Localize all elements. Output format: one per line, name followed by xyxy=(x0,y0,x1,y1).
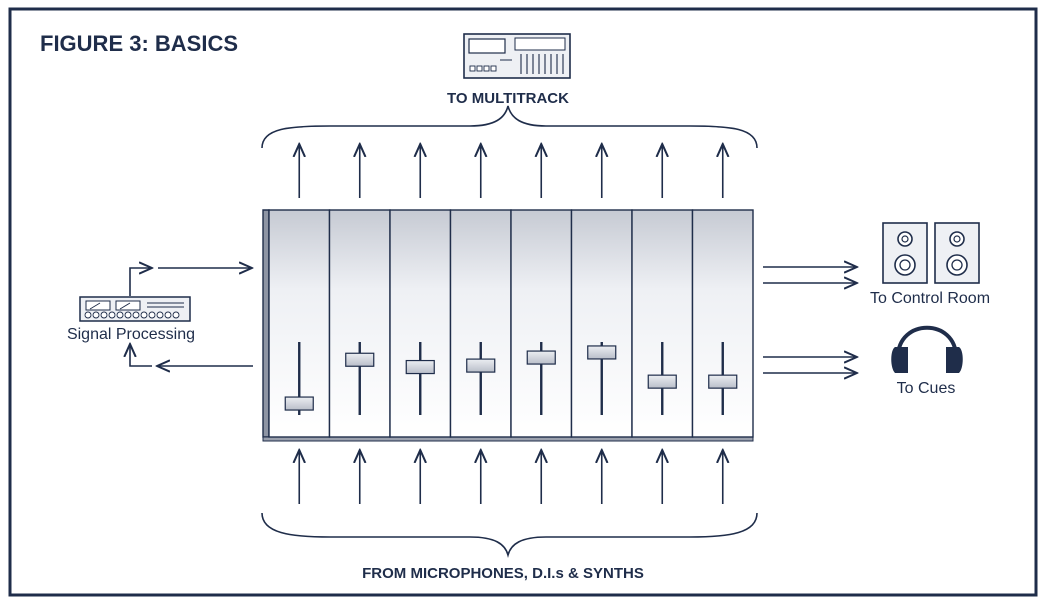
return-connector-arrow xyxy=(130,344,152,367)
speaker-icon-left xyxy=(882,222,928,284)
channel-strip-6 xyxy=(570,209,633,438)
cues-label: To Cues xyxy=(897,380,956,397)
channel-strip-8 xyxy=(691,209,754,438)
fader-knob[interactable] xyxy=(284,396,314,411)
channel-strip-3 xyxy=(389,209,452,438)
figure-frame xyxy=(8,7,1038,597)
fader-knob[interactable] xyxy=(708,374,738,389)
fader-knob[interactable] xyxy=(526,350,556,365)
channel-strip-4 xyxy=(449,209,512,438)
bottom-brace xyxy=(261,512,758,559)
fader-knob[interactable] xyxy=(405,359,435,375)
headphones-icon xyxy=(891,325,963,373)
multitrack-label: TO MULTITRACK xyxy=(447,90,569,107)
control-room-label: To Control Room xyxy=(870,290,990,307)
mixing-console xyxy=(262,144,754,504)
channel-strip-5 xyxy=(510,209,573,438)
fader-knob[interactable] xyxy=(466,358,496,373)
fader-knob[interactable] xyxy=(587,345,617,360)
figure-title: FIGURE 3: BASICS xyxy=(40,31,238,56)
channel-strip-7 xyxy=(631,209,694,438)
signal-processing-unit-icon xyxy=(79,296,191,322)
fader-knob[interactable] xyxy=(345,352,375,367)
top-brace xyxy=(261,105,758,149)
multitrack-recorder-icon xyxy=(463,33,571,79)
speaker-icon-right xyxy=(934,222,980,284)
fader-knob[interactable] xyxy=(647,374,677,389)
send-connector-arrow xyxy=(129,268,152,296)
sources-label: FROM MICROPHONES, D.I.s & SYNTHS xyxy=(362,565,644,582)
channel-strip-1 xyxy=(268,209,331,438)
channel-strip-2 xyxy=(328,209,391,438)
signal-processing-label: Signal Processing xyxy=(67,326,195,343)
